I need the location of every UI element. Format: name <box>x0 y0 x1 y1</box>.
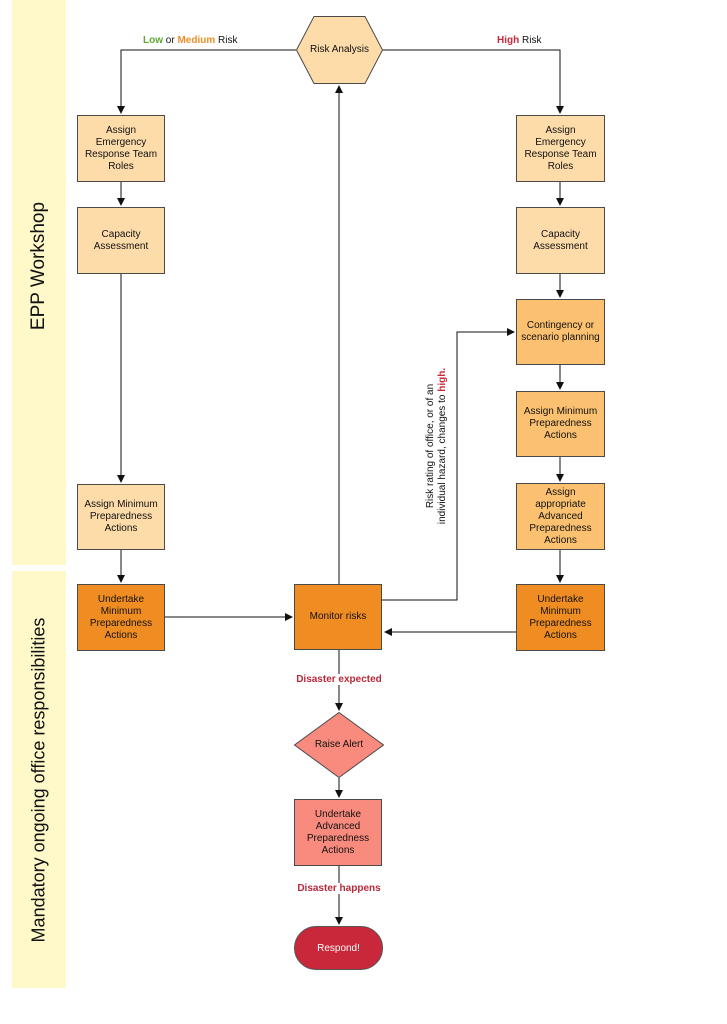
right-assign-mpa-box: Assign Minimum Preparedness Actions <box>516 391 605 457</box>
raise-alert-label: Raise Alert <box>314 739 364 750</box>
label-low: Low <box>143 35 163 46</box>
respond-terminal: Respond! <box>294 926 383 970</box>
label-disaster-expected: Disaster expected <box>294 674 384 685</box>
label-risk-right: Risk <box>522 35 542 46</box>
label-risk-change-line1: Risk rating of office, or of an <box>425 383 436 509</box>
label-or: or <box>165 35 175 46</box>
edge-risk-to-left <box>117 49 296 114</box>
monitor-risks-box: Monitor risks <box>294 584 382 650</box>
label-disaster-happens: Disaster happens <box>294 883 384 894</box>
left-capacity-box: Capacity Assessment <box>77 207 165 274</box>
label-risk-change-line2: individual hazard, changes to high. <box>437 368 449 524</box>
undertake-apa-box: Undertake Advanced Preparedness Actions <box>294 799 382 866</box>
lane-ongoing-responsibilities <box>12 571 66 988</box>
edge-risk-to-right <box>383 49 564 114</box>
label-medium: Medium <box>177 35 216 46</box>
edge-monitor-contingency <box>382 328 515 601</box>
assign-apa-box: Assign appropriate Advanced Preparedness… <box>516 483 605 550</box>
raise-alert-diamond: Raise Alert <box>294 712 384 778</box>
risk-analysis-label: Risk Analysis <box>310 44 369 55</box>
left-assign-mpa-box: Assign Minimum Preparedness Actions <box>77 484 165 550</box>
label-risk-change-line2-text: individual hazard, changes to <box>437 394 448 525</box>
label-low-medium-risk: Low or Medium Risk <box>143 35 237 46</box>
contingency-box: Contingency or scenario planning <box>516 299 605 365</box>
right-undertake-mpa-box: Undertake Minimum Preparedness Actions <box>516 584 605 651</box>
right-capacity-box: Capacity Assessment <box>516 207 605 274</box>
left-undertake-mpa-box: Undertake Minimum Preparedness Actions <box>77 584 165 651</box>
label-risk-left: Risk <box>218 35 238 46</box>
right-assign-ert-box: Assign Emergency Response Team Roles <box>516 115 605 182</box>
label-high: High <box>497 35 520 46</box>
label-risk-change-high: high. <box>437 367 448 392</box>
risk-analysis-hexagon: Risk Analysis <box>296 16 383 84</box>
label-high-risk: High Risk <box>497 35 541 46</box>
lane-epp-workshop <box>12 0 66 565</box>
left-assign-ert-box: Assign Emergency Response Team Roles <box>77 115 165 182</box>
label-risk-change: Risk rating of office, or of an individu… <box>425 368 449 524</box>
